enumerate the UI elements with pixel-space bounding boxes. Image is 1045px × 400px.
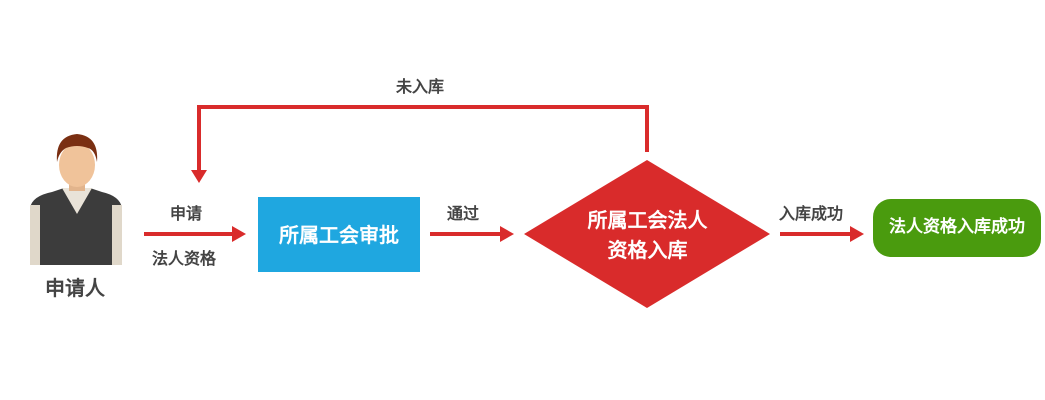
person-icon: [30, 134, 122, 265]
arrow-pass: [430, 226, 514, 242]
approval-node-label: 所属工会审批: [279, 222, 399, 247]
arrow-apply: [144, 226, 246, 242]
success-node: 法人资格入库成功: [873, 199, 1041, 257]
edge-label-pass: 通过: [447, 204, 480, 223]
success-node-label: 法人资格入库成功: [889, 217, 1025, 238]
person-left-sleeve: [30, 205, 40, 265]
person-hair: [56, 134, 98, 162]
edge-label-apply: 申请: [170, 204, 203, 223]
person-vest: [30, 188, 122, 265]
person-shirt: [62, 188, 92, 214]
arrow-stored-success: [780, 226, 864, 242]
arrow-not-stored: [191, 105, 649, 183]
edge-label-qualification: 法人资格: [152, 249, 217, 268]
storage-diamond: [524, 160, 770, 308]
person-face: [59, 143, 95, 187]
storage-node-line2: 资格入库: [607, 238, 688, 262]
edge-label-not-stored: 未入库: [396, 77, 445, 96]
applicant-label: 申请人: [45, 276, 105, 300]
person-right-sleeve: [112, 205, 122, 265]
edge-label-stored-success: 入库成功: [779, 204, 844, 223]
storage-node-text: 所属工会法人 资格入库: [525, 205, 770, 265]
storage-node-line1: 所属工会法人: [587, 208, 708, 232]
approval-node: 所属工会审批: [258, 197, 420, 272]
